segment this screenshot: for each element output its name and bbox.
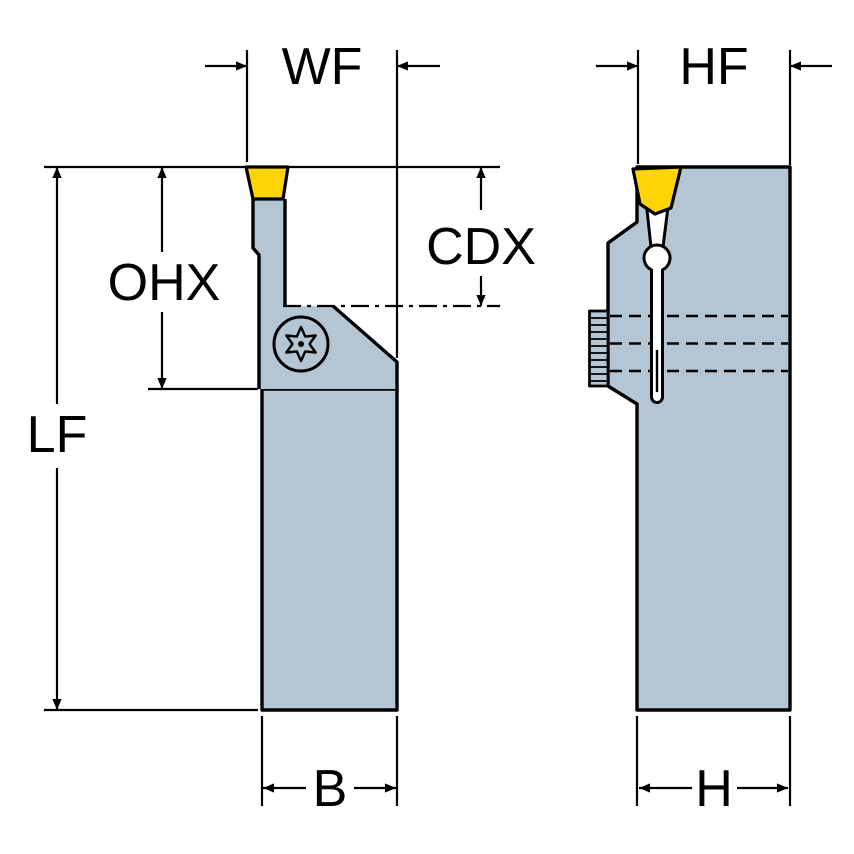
- dimension-b: B: [260, 716, 399, 818]
- b-label: B: [313, 760, 348, 818]
- front-view: [244, 165, 500, 712]
- front-shank: [260, 387, 399, 712]
- dimension-hf: HF: [596, 38, 832, 165]
- side-view: [588, 165, 792, 712]
- wf-label: WF: [282, 38, 363, 96]
- dimension-h: H: [635, 716, 792, 818]
- blade-slot: [642, 243, 672, 404]
- dimensions: WF HF LF OHX CDX: [27, 38, 832, 818]
- h-label: H: [695, 760, 733, 818]
- ohx-label: OHX: [108, 254, 221, 312]
- torx-center-dot: [298, 341, 304, 347]
- side-body: [606, 165, 792, 712]
- torx-screw-icon: [272, 315, 330, 373]
- hidden-lines: [610, 314, 788, 373]
- side-insert: [631, 165, 683, 216]
- front-head: [253, 199, 397, 389]
- lf-label: LF: [27, 406, 88, 464]
- hf-label: HF: [679, 38, 748, 96]
- dimension-cdx: CDX: [426, 167, 536, 306]
- cdx-label: CDX: [426, 218, 536, 276]
- front-head-outline: [251, 199, 399, 389]
- serration-teeth: [589, 317, 608, 382]
- dimension-wf: WF: [205, 38, 440, 358]
- dimension-ohx: OHX: [108, 167, 258, 391]
- front-insert: [244, 165, 290, 201]
- dimension-lf: LF: [27, 167, 258, 712]
